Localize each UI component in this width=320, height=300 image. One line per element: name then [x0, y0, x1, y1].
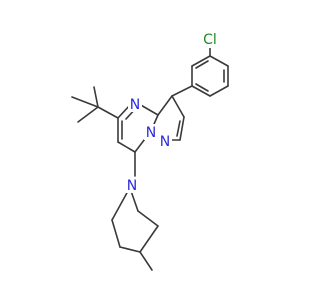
bond: [117, 141, 136, 153]
bond: [130, 190, 139, 212]
atom-symbol: N: [160, 134, 170, 150]
bond: [176, 120, 181, 137]
bond: [119, 246, 141, 253]
bond: [191, 85, 211, 97]
bond: [195, 60, 209, 69]
bond: [111, 190, 129, 221]
bond: [71, 96, 99, 108]
bond: [157, 95, 173, 116]
atom-symbol: N: [130, 97, 140, 113]
pyrazole-nitrogen: N: [158, 133, 172, 150]
atom-symbol: N: [146, 125, 156, 141]
bond: [209, 85, 229, 97]
structure-drawing: Cl N N N N: [71, 30, 229, 271]
chlorine-atom: Cl: [201, 30, 219, 48]
bond: [77, 106, 99, 123]
bond: [195, 83, 209, 92]
pyrimidine-nitrogen: N: [128, 96, 142, 113]
bond: [209, 55, 229, 67]
atom-symbol: N: [127, 178, 137, 194]
piperidine-nitrogen: N: [125, 177, 139, 194]
bond: [191, 55, 211, 67]
bond: [179, 116, 185, 141]
atom-labels: Cl N N N N: [125, 30, 219, 194]
bond: [93, 86, 99, 108]
bond: [111, 219, 121, 248]
bond: [171, 95, 185, 118]
bond: [97, 106, 119, 119]
bridgehead-nitrogen: N: [144, 124, 158, 141]
bond: [138, 103, 159, 116]
molecule-diagram: Cl N N N N: [71, 30, 229, 271]
bond: [137, 210, 159, 227]
bond: [139, 251, 153, 271]
bond: [139, 225, 159, 253]
bonds: [71, 47, 229, 271]
bond: [171, 85, 193, 97]
atom-symbol: Cl: [203, 32, 217, 48]
